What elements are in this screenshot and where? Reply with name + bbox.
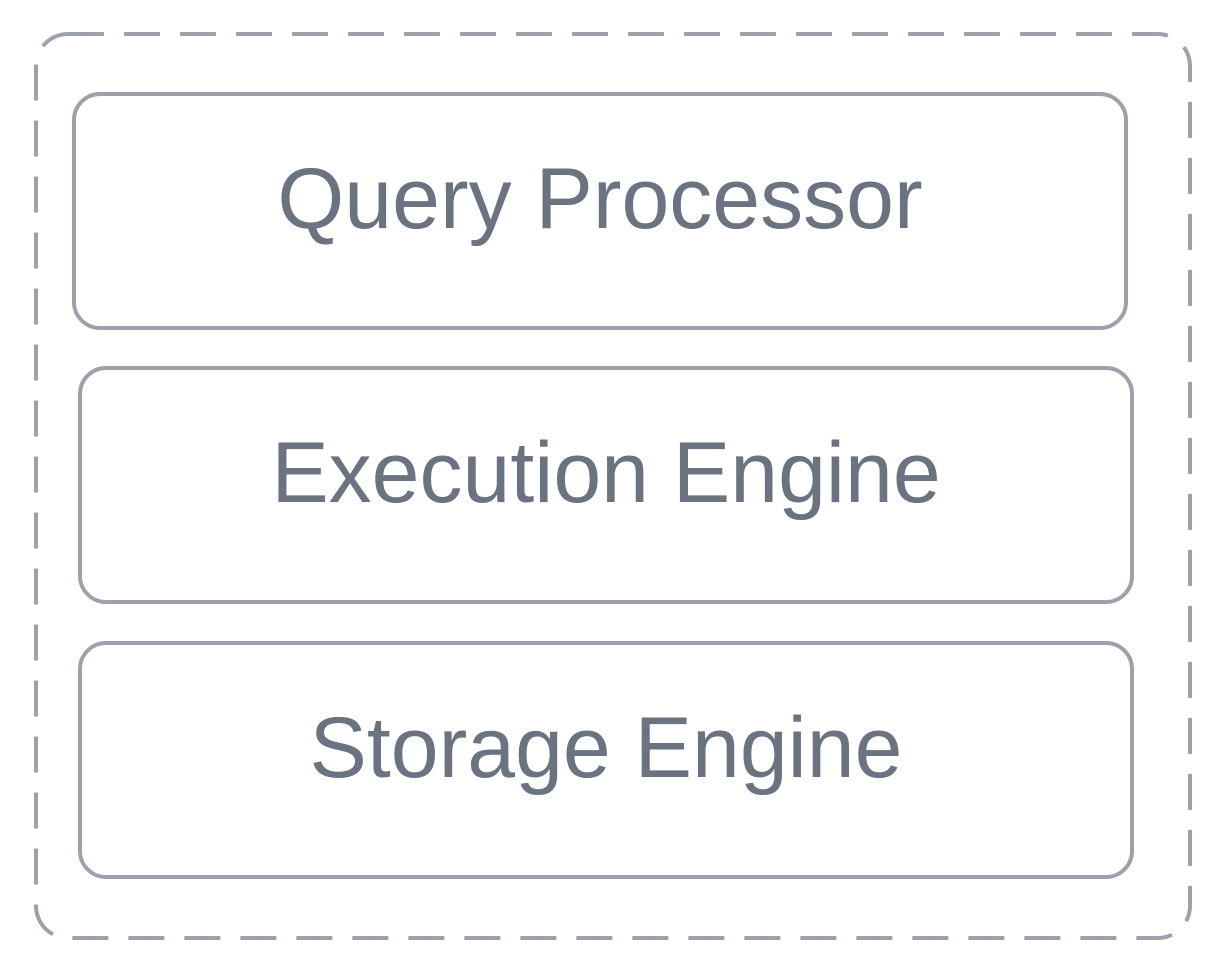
- layer-label: Execution Engine: [271, 425, 941, 521]
- layer-storage-engine: Storage Engine: [78, 641, 1134, 879]
- layer-label: Storage Engine: [309, 700, 903, 796]
- system-boundary-dashed: [34, 32, 1192, 940]
- layer-execution-engine: Execution Engine: [78, 366, 1134, 604]
- layer-query-processor: Query Processor: [72, 92, 1128, 330]
- layer-label: Query Processor: [277, 151, 923, 247]
- dashed-border: [34, 32, 1192, 940]
